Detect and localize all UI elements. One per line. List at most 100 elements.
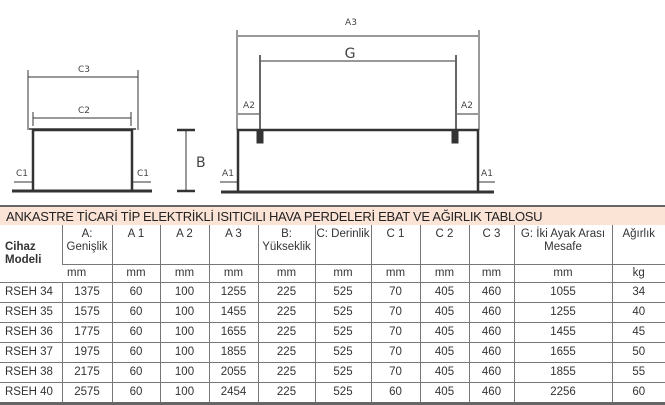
model-cell: RSEH 34	[0, 282, 62, 303]
value-cell: 525	[314, 342, 371, 363]
value-cell: 405	[419, 322, 469, 343]
dimension-weight-table: Cihaz Modeli A: Genişlik A 1 A 2 A 3 B: …	[0, 225, 665, 405]
value-cell: 60	[111, 302, 160, 323]
front-view: A3 G A2 A2 A1 A1 A	[220, 18, 495, 200]
value-cell: 100	[159, 342, 209, 363]
value-cell: 460	[468, 382, 514, 404]
value-cell: 50	[611, 342, 665, 363]
value-cell: 70	[370, 342, 420, 363]
value-cell: 525	[314, 362, 371, 383]
value-cell: 1655	[513, 342, 612, 363]
value-cell: 55	[611, 362, 665, 383]
value-cell: 1055	[513, 282, 612, 303]
header-a2: A 2	[159, 225, 209, 265]
value-cell: 1855	[513, 362, 612, 383]
header-a3: A 3	[208, 225, 258, 265]
header-a: A: Genişlik	[61, 225, 112, 265]
header-b: B: Yükseklik	[257, 225, 315, 265]
model-cell: RSEH 36	[0, 322, 62, 343]
value-cell: 460	[468, 342, 514, 363]
value-cell: 405	[419, 362, 469, 383]
value-cell: 70	[370, 322, 420, 343]
value-cell: 60	[370, 382, 420, 404]
unit-cell: mm	[208, 264, 258, 283]
label-a1-right: A1	[481, 169, 493, 179]
label-g: G	[345, 46, 356, 62]
dimension-diagram: C3 C2 C1 C1 C B A3 G A2 A2 A1 A1 A	[12, 18, 495, 200]
label-a2-left: A2	[243, 101, 255, 111]
header-g: G: İki Ayak Arası Mesafe	[513, 225, 612, 265]
value-cell: 2175	[61, 362, 112, 383]
unit-cell: mm	[257, 264, 315, 283]
model-cell: RSEH 40	[0, 382, 62, 404]
value-cell: 60	[611, 382, 665, 404]
value-cell: 225	[257, 382, 315, 404]
value-cell: 525	[314, 302, 371, 323]
value-cell: 34	[611, 282, 665, 303]
value-cell: 525	[314, 382, 371, 404]
label-c1-left: C1	[16, 169, 28, 179]
label-c1-right: C1	[137, 169, 149, 179]
value-cell: 45	[611, 322, 665, 343]
value-cell: 100	[159, 282, 209, 303]
label-a1-left: A1	[222, 169, 234, 179]
value-cell: 1375	[61, 282, 112, 303]
value-cell: 2256	[513, 382, 612, 404]
value-cell: 225	[257, 342, 315, 363]
value-cell: 1775	[61, 322, 112, 343]
value-cell: 100	[159, 382, 209, 404]
unit-cell: mm	[314, 264, 371, 283]
value-cell: 40	[611, 302, 665, 323]
unit-cell: mm	[513, 264, 612, 283]
value-cell: 70	[370, 362, 420, 383]
value-cell: 460	[468, 322, 514, 343]
value-cell: 225	[257, 282, 315, 303]
value-cell: 460	[468, 362, 514, 383]
label-c2: C2	[78, 106, 90, 116]
value-cell: 1455	[208, 302, 258, 323]
header-model: Cihaz Modeli	[0, 225, 62, 283]
value-cell: 225	[257, 322, 315, 343]
table-title: ANKASTRE TİCARİ TİP ELEKTRİKLİ ISITICILI…	[0, 205, 665, 225]
value-cell: 2575	[61, 382, 112, 404]
value-cell: 405	[419, 282, 469, 303]
value-cell: 60	[111, 342, 160, 363]
label-a2-right: A2	[461, 101, 473, 111]
value-cell: 460	[468, 282, 514, 303]
side-view: C3 C2 C1 C1 C	[12, 65, 152, 200]
unit-cell: kg	[611, 264, 665, 283]
header-c2: C 2	[419, 225, 469, 265]
header-weight: Ağırlık	[611, 225, 665, 265]
value-cell: 525	[314, 282, 371, 303]
header-c3: C 3	[468, 225, 514, 265]
value-cell: 2055	[208, 362, 258, 383]
unit-cell: mm	[468, 264, 514, 283]
unit-cell: mm	[370, 264, 420, 283]
value-cell: 70	[370, 302, 420, 323]
value-cell: 1655	[208, 322, 258, 343]
value-cell: 225	[257, 362, 315, 383]
height-bracket: B	[177, 128, 206, 193]
value-cell: 405	[419, 342, 469, 363]
value-cell: 405	[419, 382, 469, 404]
label-a3: A3	[345, 18, 357, 28]
value-cell: 225	[257, 302, 315, 323]
label-b: B	[196, 155, 206, 171]
unit-cell: mm	[419, 264, 469, 283]
header-c: C: Derinlik	[314, 225, 371, 265]
value-cell: 1975	[61, 342, 112, 363]
value-cell: 100	[159, 362, 209, 383]
value-cell: 1575	[61, 302, 112, 323]
value-cell: 525	[314, 322, 371, 343]
value-cell: 2454	[208, 382, 258, 404]
value-cell: 1455	[513, 322, 612, 343]
header-c1: C 1	[370, 225, 420, 265]
model-cell: RSEH 35	[0, 302, 62, 323]
label-c3: C3	[78, 65, 90, 75]
